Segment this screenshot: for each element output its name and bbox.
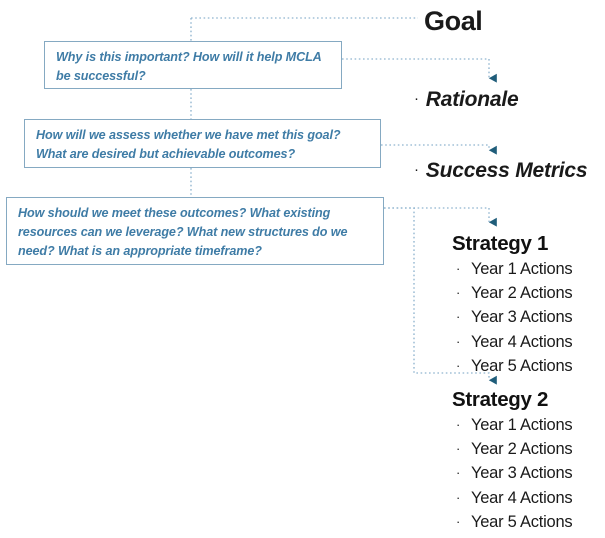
connector-rationale	[342, 58, 497, 83]
list-item: · Year 5 Actions	[456, 354, 573, 378]
list-item: · Year 3 Actions	[456, 461, 573, 485]
bullet-icon: ·	[456, 333, 461, 349]
node-rationale: · Rationale	[414, 88, 519, 112]
list-item: · Year 5 Actions	[456, 510, 573, 534]
list-item: · Year 3 Actions	[456, 305, 573, 329]
bullet-icon: ·	[456, 489, 461, 505]
action-label: Year 5 Actions	[471, 512, 573, 531]
action-label: Year 1 Actions	[471, 416, 573, 434]
question-box-success-metrics[interactable]: How will we assess whether we have met t…	[24, 119, 381, 168]
action-label: Year 1 Actions	[471, 260, 573, 278]
bullet-icon: ·	[456, 513, 461, 529]
strategy-1-title: Strategy 1	[452, 232, 549, 255]
action-label: Year 2 Actions	[471, 284, 573, 303]
bullet-icon: ·	[456, 285, 461, 301]
node-success-metrics: · Success Metrics	[414, 159, 588, 183]
node-rationale-label: Rationale	[425, 88, 519, 111]
connector-success-metrics	[381, 144, 497, 155]
node-success-metrics-label: Success Metrics	[425, 159, 588, 182]
bullet-icon: ·	[456, 357, 461, 373]
strategy-1-action-list: · Year 1 Actions · Year 2 Actions · Year 3 …	[456, 257, 573, 378]
strategy-2-title: Strategy 2	[452, 388, 549, 411]
list-item: · Year 1 Actions	[456, 413, 573, 437]
question-box-strategy[interactable]: How should we meet these outcomes? What …	[6, 197, 384, 265]
bullet-icon: ·	[456, 309, 461, 325]
bullet-icon: ·	[456, 261, 461, 276]
list-item: · Year 2 Actions	[456, 281, 573, 305]
action-label: Year 3 Actions	[471, 308, 573, 327]
list-item: · Year 4 Actions	[456, 330, 573, 354]
question-box-rationale[interactable]: Why is this important? How will it help …	[44, 41, 342, 89]
bullet-icon: ·	[456, 441, 461, 457]
bullet-icon: ·	[456, 465, 461, 481]
goal-title: Goal	[424, 6, 483, 36]
list-item: · Year 4 Actions	[456, 486, 573, 510]
action-label: Year 4 Actions	[471, 488, 573, 507]
action-label: Year 2 Actions	[471, 440, 573, 459]
connector-strategy-1	[384, 207, 497, 227]
action-label: Year 5 Actions	[471, 356, 573, 375]
list-item: · Year 2 Actions	[456, 437, 573, 461]
bullet-icon: ·	[414, 90, 419, 107]
bullet-icon: ·	[414, 161, 419, 178]
strategy-2-action-list: · Year 1 Actions · Year 2 Actions · Year 3 …	[456, 413, 573, 534]
action-label: Year 4 Actions	[471, 332, 573, 351]
action-label: Year 3 Actions	[471, 464, 573, 483]
bullet-icon: ·	[456, 417, 461, 432]
list-item: · Year 1 Actions	[456, 257, 573, 281]
